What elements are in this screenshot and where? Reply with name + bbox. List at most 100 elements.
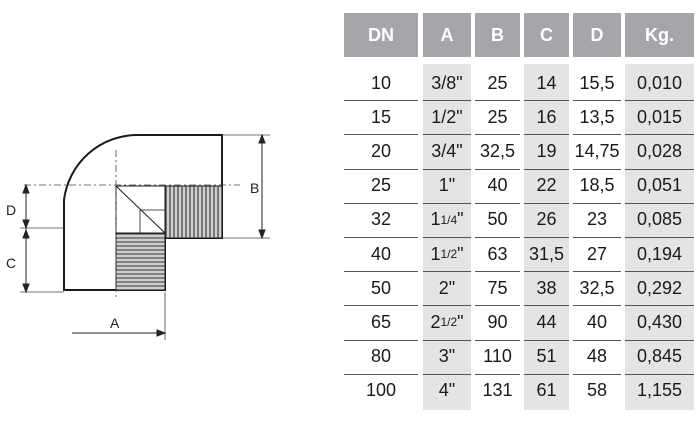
table-cell-kg: 0,015 [636, 106, 683, 127]
table-cell-d: 14,75 [574, 140, 620, 161]
row-divider [625, 339, 694, 341]
vertical-thread [115, 232, 166, 291]
table-cell-kg: 1,155 [636, 380, 683, 401]
table-cell-b: 25 [487, 72, 508, 93]
row-divider [573, 100, 621, 102]
table-cell-dn: 32 [370, 209, 392, 230]
thread-size: 2" [438, 277, 456, 298]
row-divider [475, 305, 520, 307]
table-cell-c: 22 [536, 175, 557, 196]
table-cell-kg: 0,085 [636, 209, 683, 230]
table-cell-c: 44 [536, 311, 557, 332]
center-lines [24, 150, 240, 300]
row-divider [524, 202, 569, 204]
thread-size-fraction: 1/2 [440, 315, 458, 330]
table-cell-dn: 20 [370, 140, 392, 161]
table-cell-kg: 0,845 [636, 346, 683, 367]
row-divider [573, 202, 621, 204]
dimension-label-c: C [6, 255, 16, 271]
thread-size: 3/4" [431, 140, 463, 161]
table-cell-b: 110 [483, 346, 512, 367]
row-divider [524, 100, 569, 102]
row-divider [625, 100, 694, 102]
row-divider [524, 271, 569, 273]
dimension-label-a: A [110, 315, 120, 331]
table-cell-d: 13,5 [579, 106, 615, 127]
row-divider [625, 271, 694, 273]
row-divider [423, 100, 471, 102]
table-cell-d: 58 [586, 380, 608, 401]
column-header-b: B [475, 13, 520, 57]
horizontal-thread [164, 185, 223, 239]
row-divider [524, 168, 569, 170]
table-cell-d: 32,5 [579, 277, 615, 298]
table-cell-c: 38 [536, 277, 557, 298]
row-divider [344, 339, 418, 341]
table-cell-kg: 0,010 [636, 72, 683, 93]
row-divider [573, 168, 621, 170]
row-divider [573, 339, 621, 341]
row-divider [524, 305, 569, 307]
table-cell-a: 3" [423, 340, 471, 374]
thread-size: 1" [438, 175, 456, 196]
thread-size: 3/8" [431, 72, 463, 93]
table-cell-a: 3/4" [423, 134, 471, 168]
row-divider [423, 237, 471, 238]
thread-size-whole: 1 [430, 209, 441, 230]
table-cell-b: 75 [487, 277, 508, 298]
elbow-body [63, 133, 223, 291]
row-divider [475, 100, 520, 102]
table-cell-b: 32,5 [479, 140, 516, 161]
row-divider [625, 305, 694, 307]
thread-size-whole: 2 [430, 311, 441, 332]
table-cell-d: 23 [586, 209, 608, 230]
table-cell-kg: 0,194 [636, 243, 683, 264]
row-divider [625, 373, 694, 375]
table-cell-c: 31,5 [528, 243, 565, 264]
row-divider [573, 134, 621, 136]
row-divider [344, 202, 418, 204]
row-divider [423, 168, 471, 170]
table-cell-b: 90 [487, 311, 508, 332]
row-divider [344, 305, 418, 307]
table-cell-dn: 10 [370, 72, 392, 93]
row-divider [475, 271, 520, 273]
table-cell-kg: 0,430 [636, 311, 683, 332]
table-cell-a: 3/8" [423, 66, 471, 100]
row-divider [423, 339, 471, 341]
table-cell-dn: 50 [370, 277, 392, 298]
row-divider [524, 134, 569, 136]
row-divider [625, 168, 694, 170]
row-divider [475, 339, 520, 341]
table-cell-c: 51 [536, 346, 557, 367]
table-cell-a: 1/2" [423, 100, 471, 134]
row-divider [524, 339, 569, 341]
row-divider [625, 134, 694, 136]
dimension-label-b: B [250, 180, 259, 196]
elbow-technical-drawing: D C B A [6, 133, 270, 340]
row-divider [423, 373, 471, 375]
column-header-a: A [423, 13, 471, 57]
table-cell-dn: 40 [370, 243, 392, 264]
table-cell-b: 25 [487, 106, 508, 127]
row-divider [573, 237, 621, 238]
table-cell-a: 1" [423, 169, 471, 203]
table-cell-dn: 25 [370, 175, 392, 196]
row-divider [344, 168, 418, 170]
row-divider [625, 202, 694, 204]
row-divider [344, 237, 418, 238]
thread-size: 1/2" [431, 106, 463, 127]
row-divider [573, 271, 621, 273]
row-divider [423, 305, 471, 307]
inch-mark: " [457, 311, 464, 332]
table-cell-b: 131 [482, 380, 513, 401]
table-cell-d: 40 [586, 311, 608, 332]
thread-size-fraction: 1/4 [440, 212, 458, 227]
table-cell-dn: 100 [365, 380, 397, 401]
table-cell-b: 63 [487, 243, 508, 264]
inch-mark: " [457, 209, 464, 230]
